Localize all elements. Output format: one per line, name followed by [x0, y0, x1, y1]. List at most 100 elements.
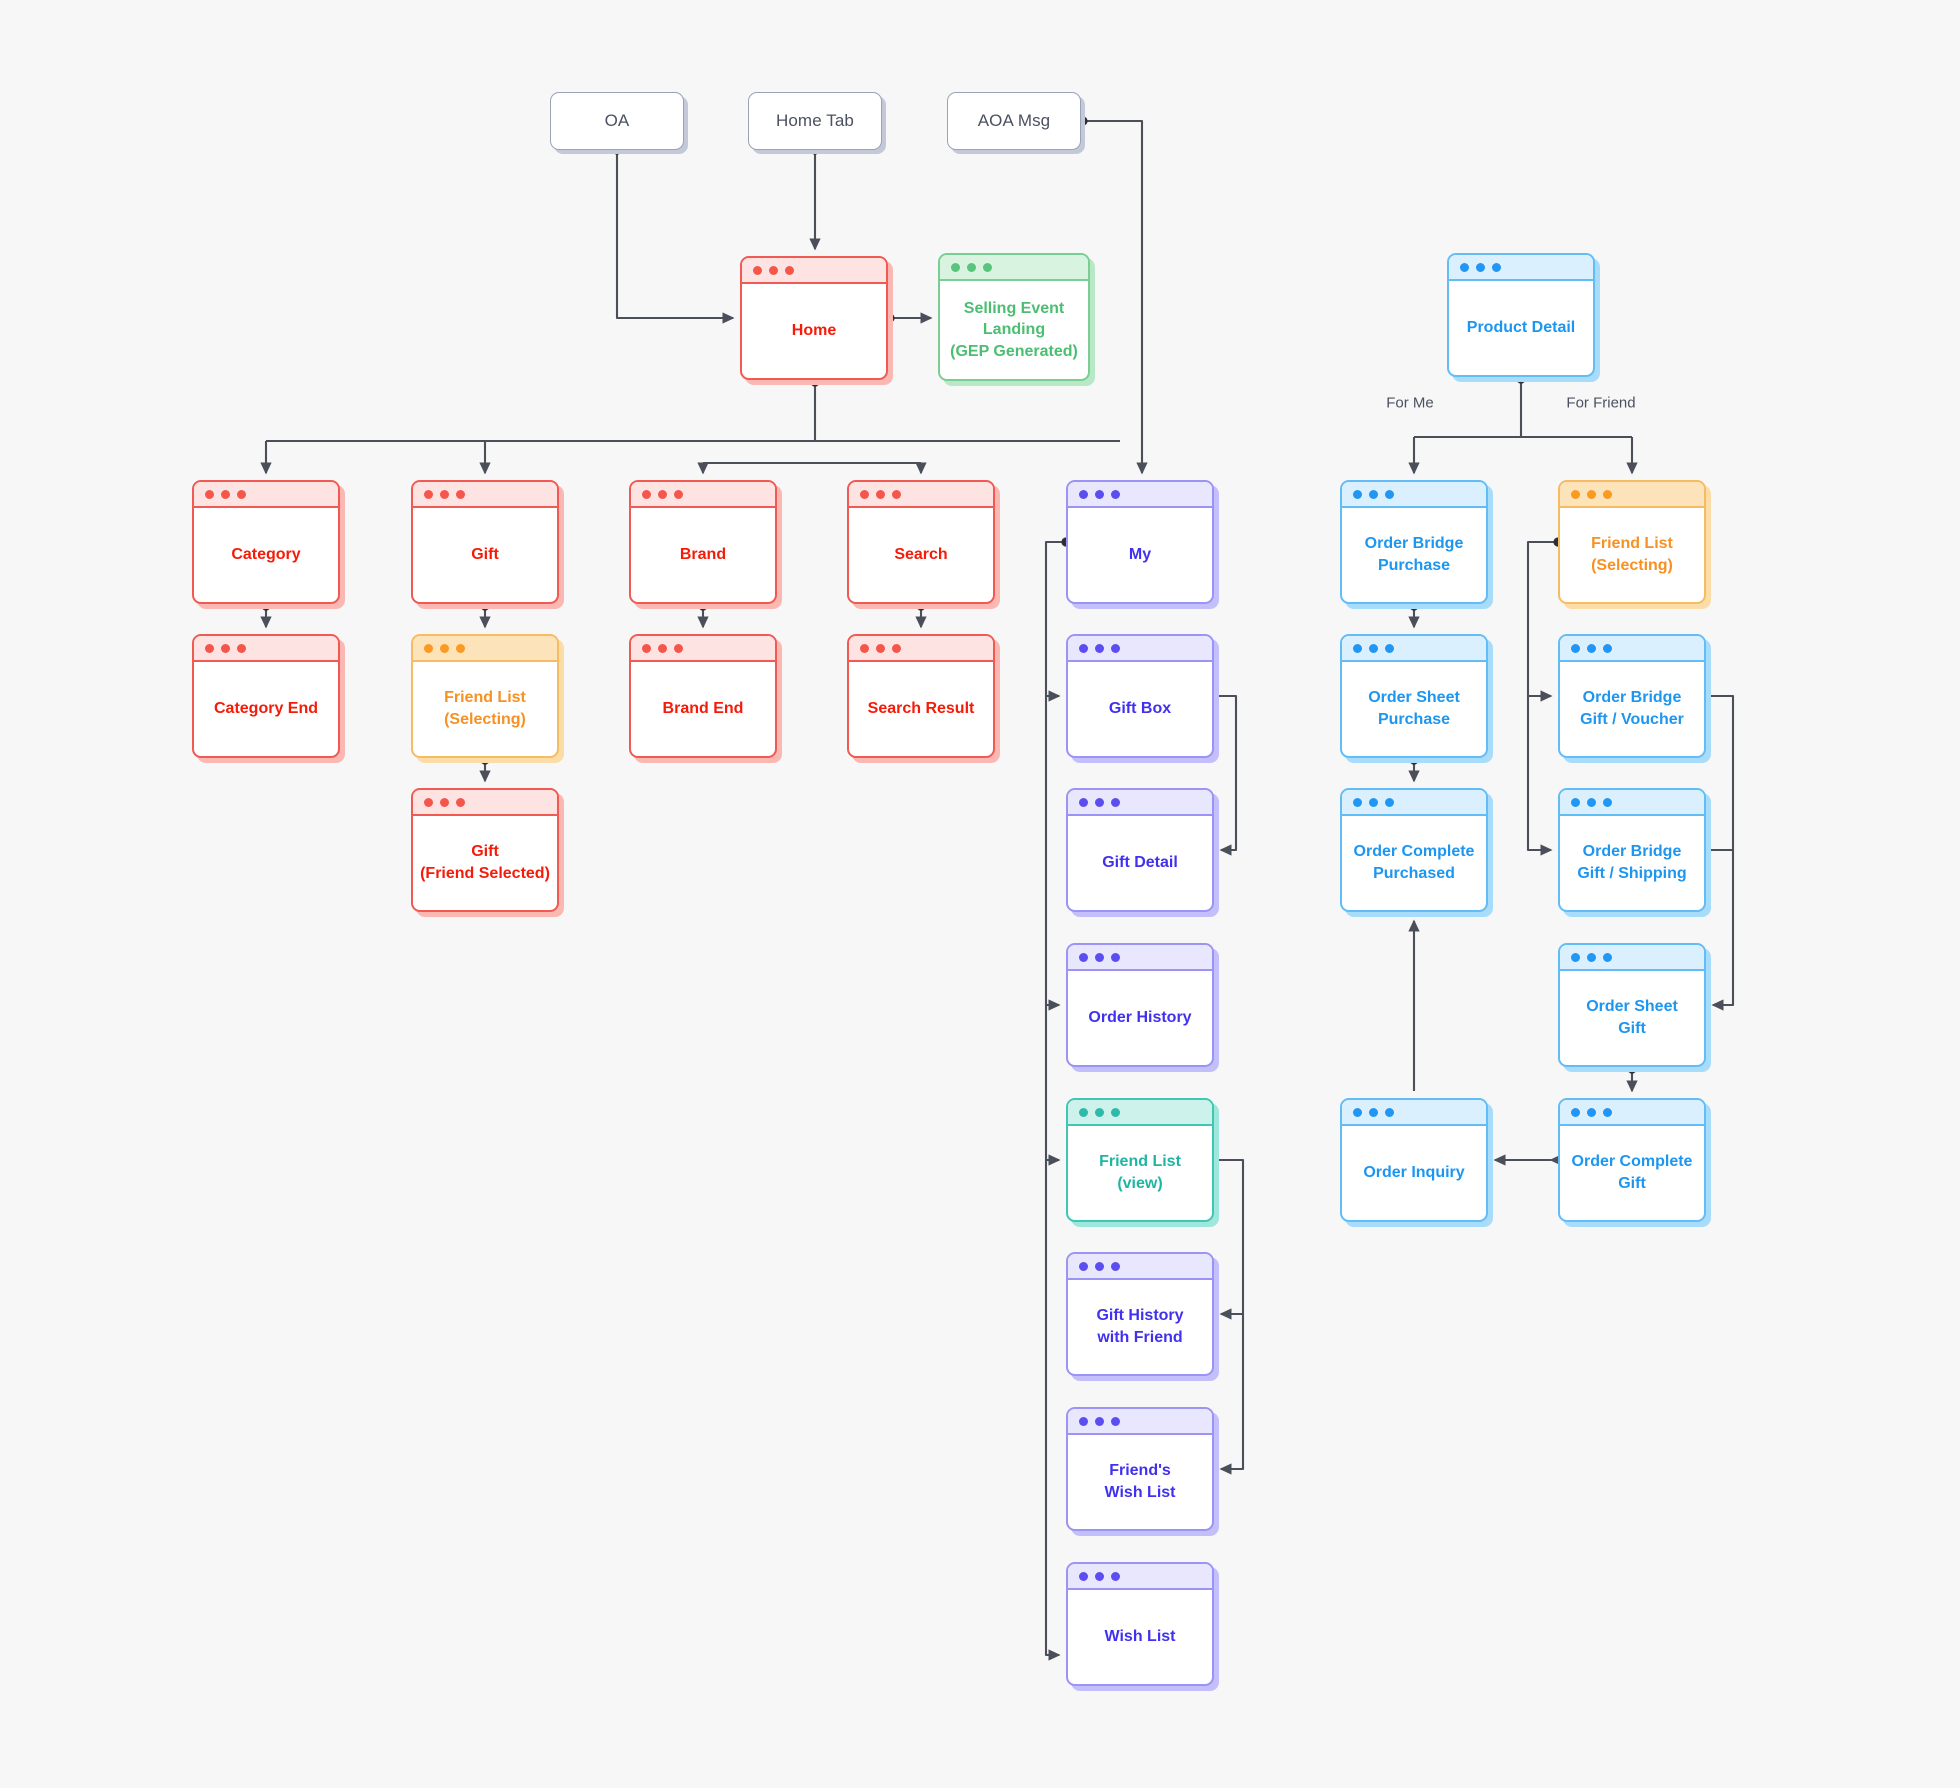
node-selling-event-landing[interactable]: Selling Event Landing (GEP Generated) — [938, 253, 1090, 381]
node-gift-history-with-friend[interactable]: Gift History with Friend — [1066, 1252, 1214, 1376]
entry-node-label: OA — [604, 111, 630, 130]
window-dot-orange-icon — [424, 643, 433, 653]
window-dot-purple-icon — [1095, 952, 1104, 962]
window-dot-red-icon — [769, 265, 778, 275]
node-product-detail[interactable]: Product Detail — [1447, 253, 1595, 377]
window-dot-red-icon — [205, 489, 214, 499]
node-category-end[interactable]: Category End — [192, 634, 340, 758]
node-order-complete-gift[interactable]: Order Complete Gift — [1558, 1098, 1706, 1222]
node-friend-list-selecting-product[interactable]: Friend List (Selecting) — [1558, 480, 1706, 604]
node-order-history[interactable]: Order History — [1066, 943, 1214, 1067]
node-order-sheet-purchase[interactable]: Order Sheet Purchase — [1340, 634, 1488, 758]
window-dot-purple-icon — [1095, 489, 1104, 499]
window-dot-blue-icon — [1385, 1107, 1394, 1117]
window-dot-blue-icon — [1369, 643, 1378, 653]
window-dot-purple-icon — [1111, 797, 1120, 807]
node-friend-list-selecting-gift[interactable]: Friend List (Selecting) — [411, 634, 559, 758]
window-titlebar — [1068, 1409, 1212, 1435]
window-dot-purple-icon — [1079, 797, 1088, 807]
window-dot-purple-icon — [1111, 643, 1120, 653]
window-dot-blue-icon — [1353, 643, 1362, 653]
window-dot-blue-icon — [1587, 952, 1596, 962]
window-dot-blue-icon — [1385, 797, 1394, 807]
node-label: Gift Detail — [1102, 854, 1178, 872]
window-dot-blue-icon — [1603, 797, 1612, 807]
window-dot-blue-icon — [1571, 797, 1580, 807]
window-dot-purple-icon — [1111, 489, 1120, 499]
node-label: Brand — [679, 546, 727, 564]
window-dot-red-icon — [440, 797, 449, 807]
node-search-result[interactable]: Search Result — [847, 634, 995, 758]
edge-label-for-me: For Me — [1386, 394, 1434, 412]
window-titlebar — [1560, 790, 1704, 816]
window-titlebar — [1342, 636, 1486, 662]
window-dot-red-icon — [658, 489, 667, 499]
node-order-inquiry[interactable]: Order Inquiry — [1340, 1098, 1488, 1222]
window-dot-red-icon — [456, 489, 465, 499]
node-label: My — [1128, 546, 1152, 564]
window-titlebar — [1560, 1100, 1704, 1126]
node-gift-detail[interactable]: Gift Detail — [1066, 788, 1214, 912]
window-dot-red-icon — [642, 489, 651, 499]
node-label: Product Detail — [1466, 319, 1576, 337]
window-dot-red-icon — [424, 797, 433, 807]
node-my[interactable]: My — [1066, 480, 1214, 604]
node-order-bridge-purchase[interactable]: Order Bridge Purchase — [1340, 480, 1488, 604]
window-titlebar — [194, 482, 338, 508]
window-dot-purple-icon — [1079, 489, 1088, 499]
window-dot-blue-icon — [1385, 489, 1394, 499]
window-dot-blue-icon — [1587, 797, 1596, 807]
window-titlebar — [849, 482, 993, 508]
window-dot-green-icon — [967, 262, 976, 272]
node-label: Gift (Friend Selected) — [420, 843, 550, 882]
node-label: Search Result — [867, 700, 975, 718]
window-dot-red-icon — [753, 265, 762, 275]
window-dot-red-icon — [221, 489, 230, 499]
window-titlebar — [940, 255, 1088, 281]
window-dot-red-icon — [860, 643, 869, 653]
window-dot-purple-icon — [1095, 643, 1104, 653]
node-gift[interactable]: Gift — [411, 480, 559, 604]
window-titlebar — [1560, 482, 1704, 508]
node-brand-end[interactable]: Brand End — [629, 634, 777, 758]
node-category[interactable]: Category — [192, 480, 340, 604]
entry-node-label: Home Tab — [776, 111, 854, 130]
entry-node-home-tab[interactable]: Home Tab — [748, 92, 882, 150]
node-gift-box[interactable]: Gift Box — [1066, 634, 1214, 758]
node-home[interactable]: Home — [740, 256, 888, 380]
window-dot-blue-icon — [1385, 643, 1394, 653]
node-label: Selling Event Landing (GEP Generated) — [950, 299, 1078, 360]
window-titlebar — [1342, 790, 1486, 816]
window-titlebar — [1068, 790, 1212, 816]
entry-node-aoa-msg[interactable]: AOA Msg — [947, 92, 1081, 150]
window-titlebar — [1068, 1254, 1212, 1280]
node-gift-friend-selected[interactable]: Gift (Friend Selected) — [411, 788, 559, 912]
window-dot-red-icon — [674, 489, 683, 499]
window-dot-teal-icon — [1111, 1107, 1120, 1117]
window-dot-blue-icon — [1369, 489, 1378, 499]
node-label: Gift History with Friend — [1096, 1307, 1184, 1346]
window-titlebar — [1342, 1100, 1486, 1126]
node-order-bridge-gift-voucher[interactable]: Order Bridge Gift / Voucher — [1558, 634, 1706, 758]
node-order-bridge-gift-shipping[interactable]: Order Bridge Gift / Shipping — [1558, 788, 1706, 912]
node-label: Order Complete Gift — [1571, 1153, 1693, 1192]
node-wish-list[interactable]: Wish List — [1066, 1562, 1214, 1686]
window-dot-purple-icon — [1095, 797, 1104, 807]
node-search[interactable]: Search — [847, 480, 995, 604]
node-brand[interactable]: Brand — [629, 480, 777, 604]
window-dot-red-icon — [440, 489, 449, 499]
entry-node-label: AOA Msg — [977, 111, 1051, 130]
window-dot-red-icon — [674, 643, 683, 653]
node-friends-wish-list[interactable]: Friend's Wish List — [1066, 1407, 1214, 1531]
window-dot-red-icon — [237, 643, 246, 653]
window-dot-red-icon — [456, 797, 465, 807]
window-dot-blue-icon — [1369, 797, 1378, 807]
node-order-complete-purchased[interactable]: Order Complete Purchased — [1340, 788, 1488, 912]
node-friend-list-view[interactable]: Friend List (view) — [1066, 1098, 1214, 1222]
node-label: Order Sheet Gift — [1586, 998, 1678, 1037]
node-order-sheet-gift[interactable]: Order Sheet Gift — [1558, 943, 1706, 1067]
entry-node-oa[interactable]: OA — [550, 92, 684, 150]
window-dot-blue-icon — [1587, 643, 1596, 653]
window-dot-teal-icon — [1095, 1107, 1104, 1117]
window-titlebar — [413, 790, 557, 816]
